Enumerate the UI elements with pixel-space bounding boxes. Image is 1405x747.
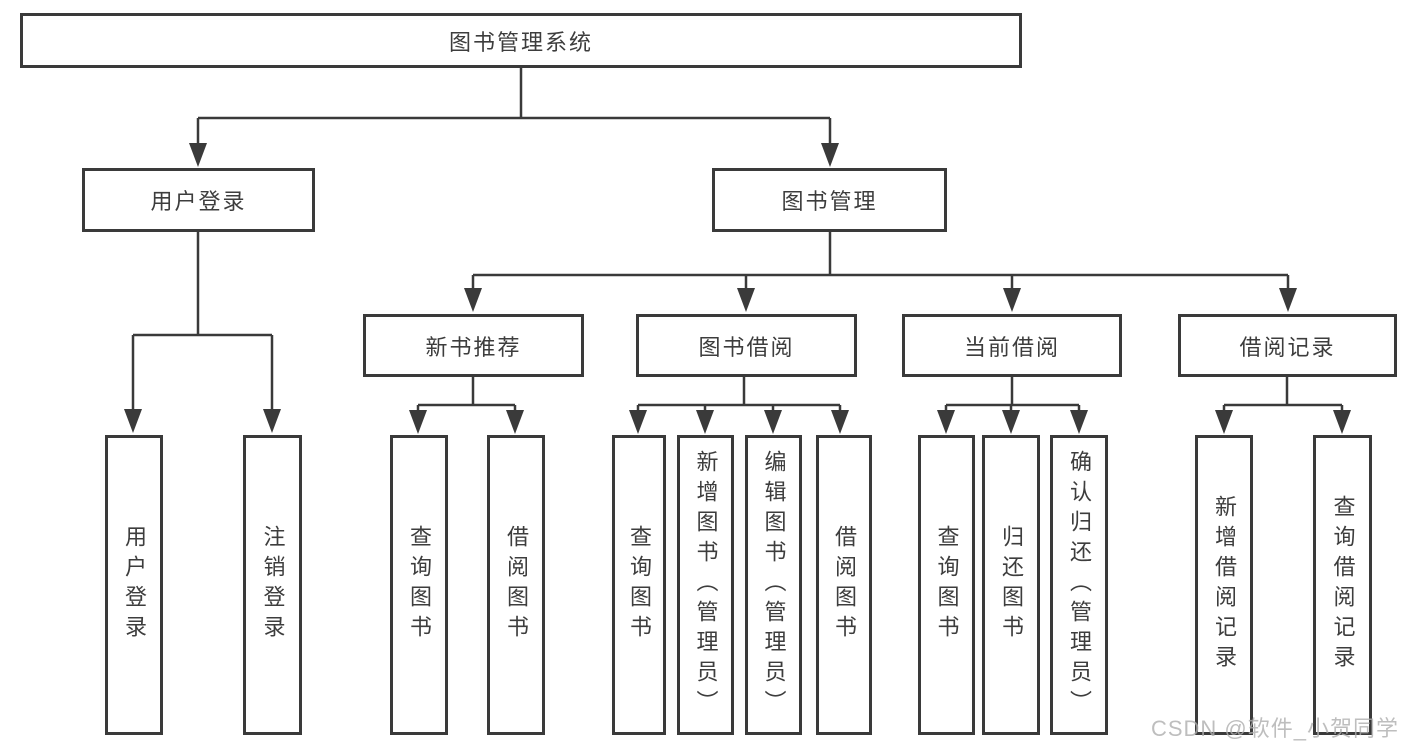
leaf-label: 查询图书 xyxy=(407,525,432,645)
leaf-label: 查询图书 xyxy=(627,525,652,645)
node-current-borrowing: 当前借阅 xyxy=(902,314,1122,377)
leaf-borrow-books-borrowing: 借阅图书 xyxy=(816,435,872,735)
node-label: 图书管理系统 xyxy=(448,29,593,55)
node-label: 新书推荐 xyxy=(425,334,522,360)
leaf-label: 查询借阅记录 xyxy=(1330,495,1356,675)
node-label: 当前借阅 xyxy=(963,334,1060,360)
connector-user-login-children xyxy=(124,232,281,433)
connector-book-management-children xyxy=(464,232,1297,312)
leaf-borrow-books-recommend: 借阅图书 xyxy=(487,435,545,735)
leaf-label: 查询图书 xyxy=(934,525,960,645)
leaf-query-books-current: 查询图书 xyxy=(918,435,975,735)
node-label: 图书管理 xyxy=(781,189,878,214)
leaf-label: 借阅图书 xyxy=(832,525,857,645)
leaf-edit-book-admin: 编辑图书（管理员） xyxy=(745,435,802,735)
node-borrowing-records: 借阅记录 xyxy=(1178,314,1397,377)
connector-book-borrowing-children xyxy=(629,377,849,434)
leaf-add-borrow-record: 新增借阅记录 xyxy=(1195,435,1253,735)
node-library-management-system: 图书管理系统 xyxy=(20,13,1022,68)
leaf-confirm-return-admin: 确认归还（管理员） xyxy=(1050,435,1108,735)
leaf-label: 新增借阅记录 xyxy=(1212,495,1237,675)
leaf-query-books-borrowing: 查询图书 xyxy=(612,435,666,735)
node-book-management: 图书管理 xyxy=(712,168,947,232)
leaf-user-login: 用户登录 xyxy=(105,435,163,735)
connector-new-book-recommendation-children xyxy=(409,377,524,434)
leaf-label: 归还图书 xyxy=(999,525,1024,645)
leaf-query-borrow-record: 查询借阅记录 xyxy=(1313,435,1372,735)
leaf-return-books: 归还图书 xyxy=(982,435,1040,735)
csdn-watermark: CSDN @软件_小贺同学 xyxy=(1150,716,1399,741)
connector-current-borrowing-children xyxy=(937,377,1088,434)
node-label: 借阅记录 xyxy=(1239,334,1336,360)
node-book-borrowing: 图书借阅 xyxy=(636,314,857,377)
connector-borrowing-records-children xyxy=(1215,377,1351,434)
leaf-label: 确认归还（管理员） xyxy=(1067,450,1092,720)
leaf-logout: 注销登录 xyxy=(243,435,302,735)
node-label: 图书借阅 xyxy=(698,334,795,360)
leaf-add-book-admin: 新增图书（管理员） xyxy=(677,435,734,735)
node-label: 用户登录 xyxy=(150,189,247,214)
leaf-label: 用户登录 xyxy=(122,525,147,645)
leaf-label: 借阅图书 xyxy=(504,525,529,645)
connector-root-to-level2 xyxy=(189,68,839,167)
leaf-label: 编辑图书（管理员） xyxy=(761,450,787,720)
leaf-query-books-recommend: 查询图书 xyxy=(390,435,448,735)
node-new-book-recommendation: 新书推荐 xyxy=(363,314,584,377)
leaf-label: 注销登录 xyxy=(260,525,286,645)
leaf-label: 新增图书（管理员） xyxy=(693,450,719,720)
node-user-login: 用户登录 xyxy=(82,168,315,232)
